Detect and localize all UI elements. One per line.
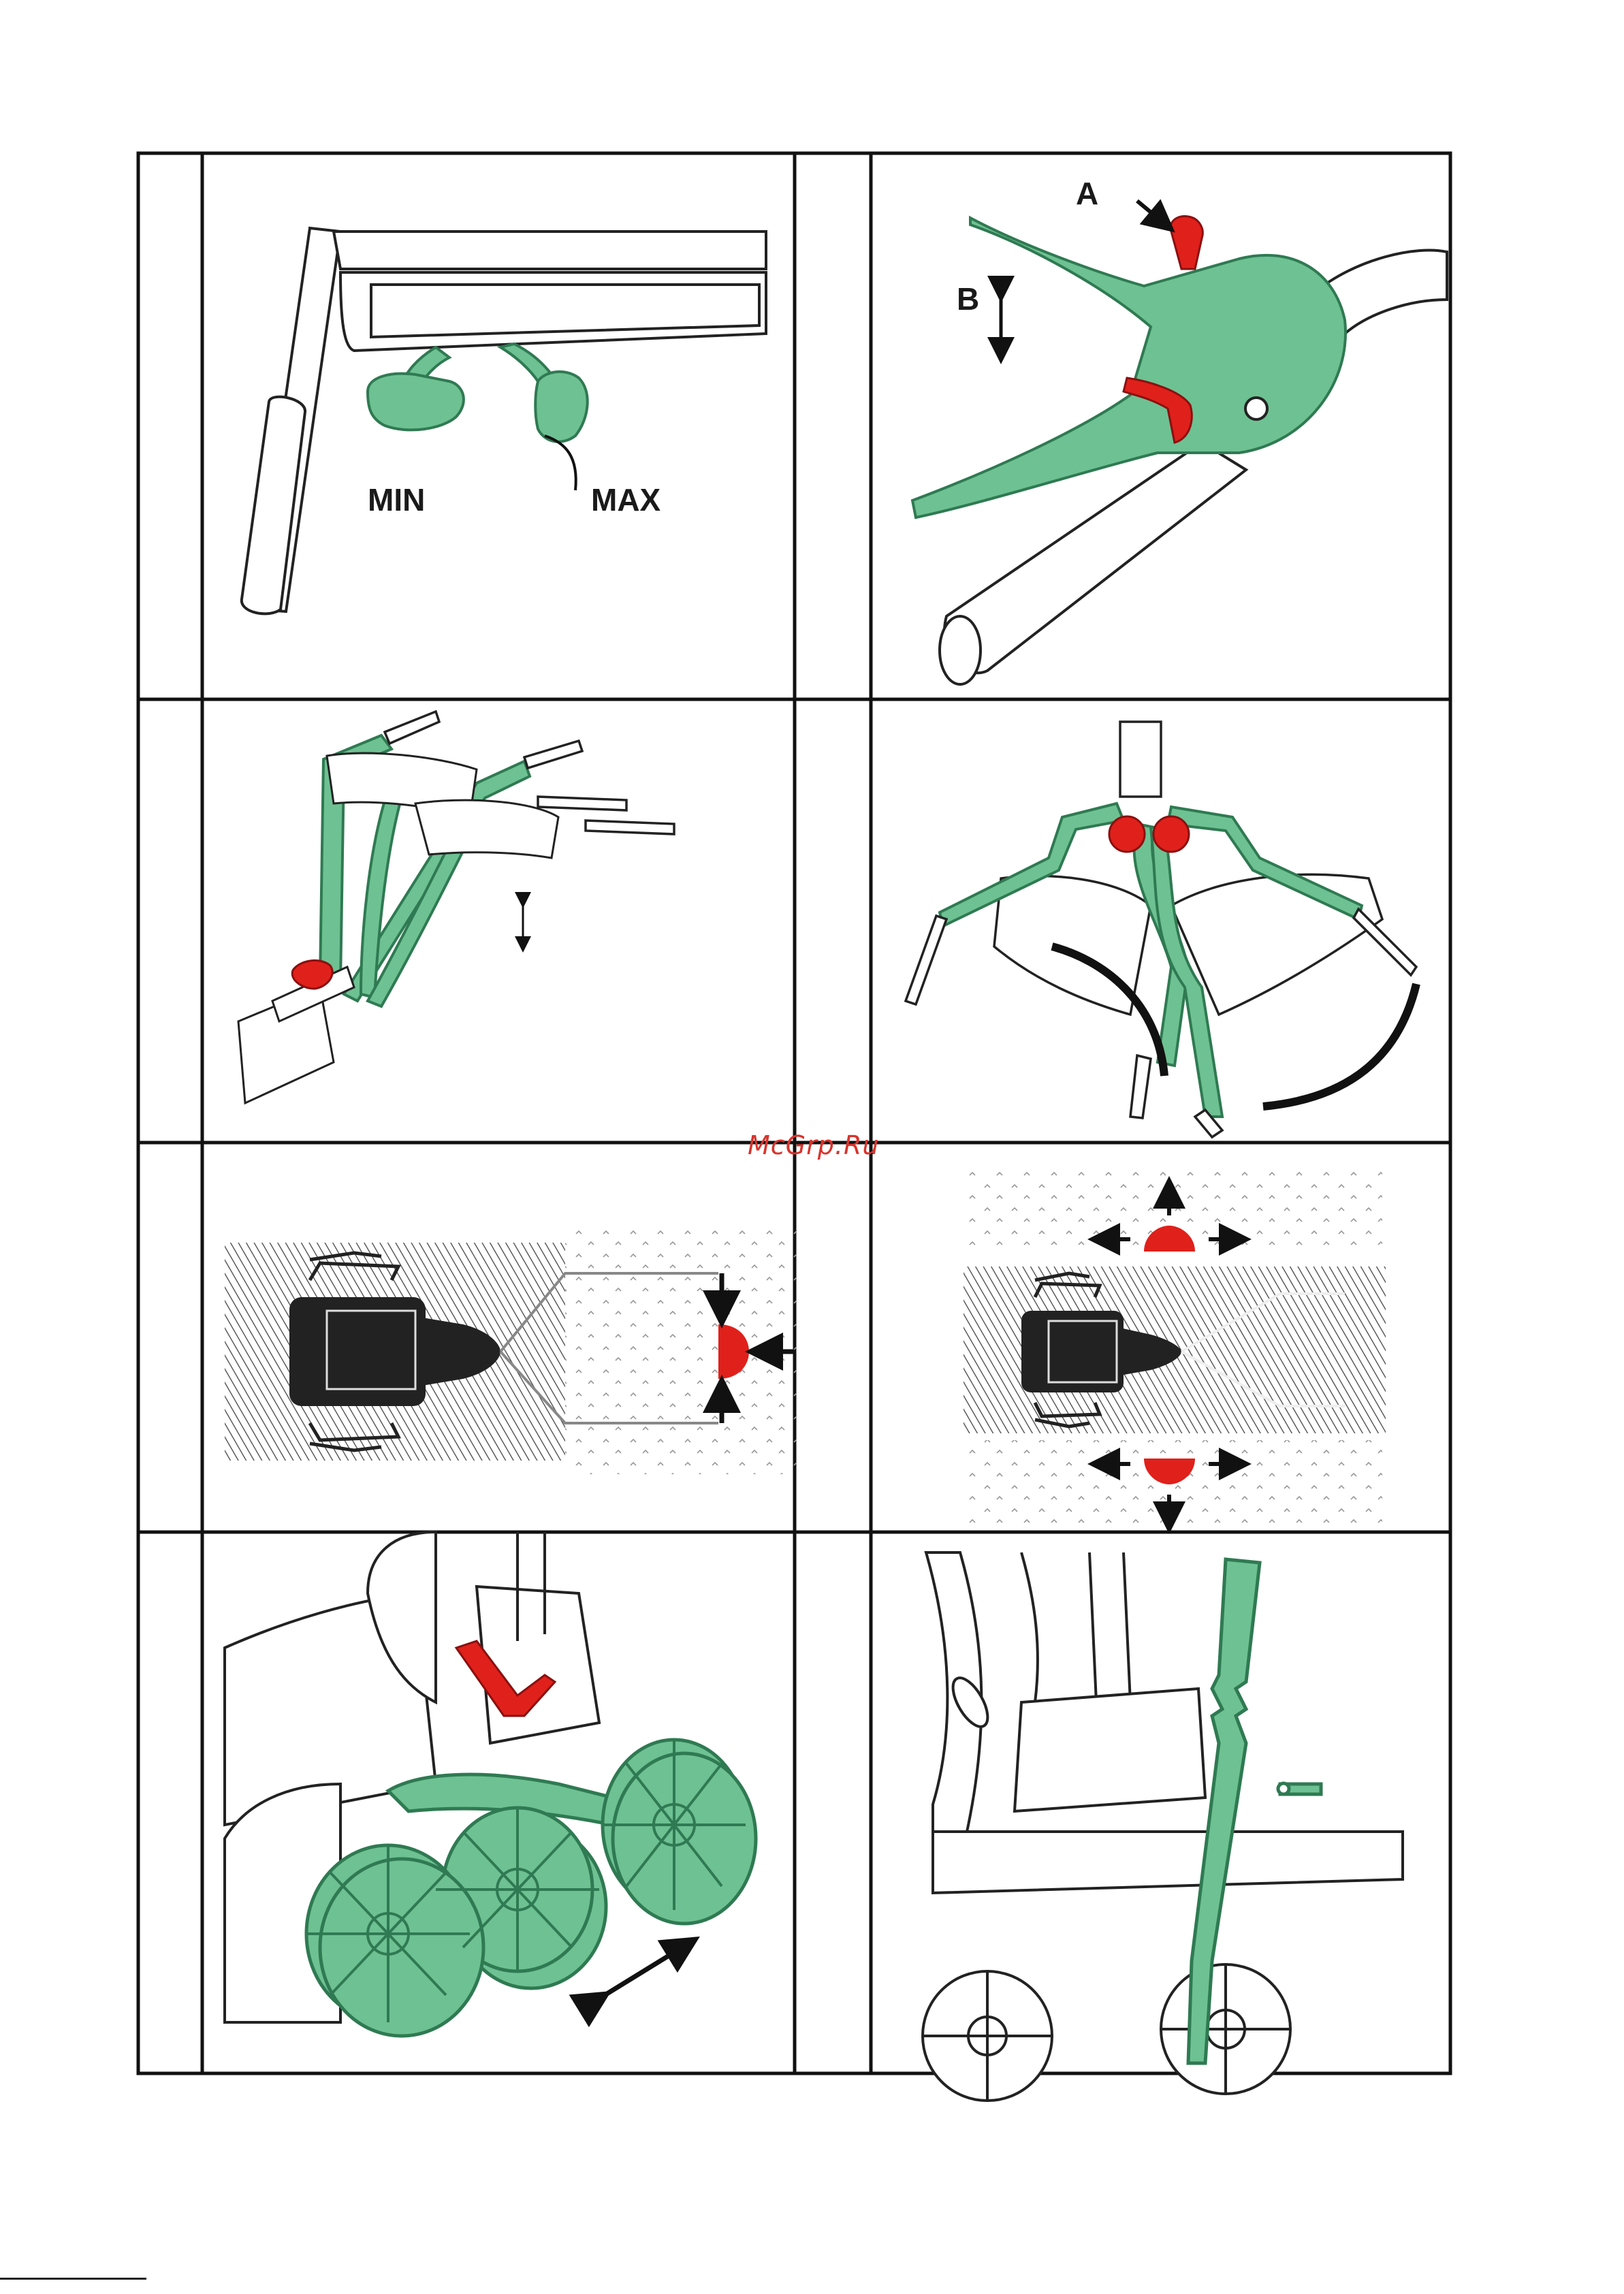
panel-lever-ab: A B: [912, 176, 1447, 684]
panel-top-view-offset: [964, 1171, 1386, 1529]
footer-rule: [0, 2278, 146, 2280]
label-min: MIN: [368, 482, 425, 517]
panel-depth-bar: [923, 1552, 1403, 2101]
label-a: A: [1076, 176, 1098, 211]
watermark: McGrp.Ru: [748, 1130, 879, 1160]
panel-transport-wheels: [225, 1532, 756, 2036]
panel-height-adjust: [238, 712, 674, 1103]
panel-handle-height: MIN MAX: [242, 228, 766, 614]
arrow-swivel-right: [1263, 984, 1416, 1106]
lever-body: [912, 218, 1346, 517]
lever-max: [500, 344, 588, 442]
handle-icon: [242, 228, 766, 614]
tiller-frame: [923, 1552, 1403, 2101]
panel-top-view-center: [225, 1229, 797, 1474]
label-max: MAX: [591, 482, 661, 517]
unworked-soil-bottom: [967, 1440, 1382, 1529]
label-b: B: [957, 281, 979, 317]
panel-handle-swivel: [906, 722, 1416, 1137]
arrow-slide: [599, 1944, 688, 1998]
arrow-a: [1137, 201, 1166, 225]
knob-icon: [292, 961, 332, 989]
lever-min: [368, 347, 464, 430]
